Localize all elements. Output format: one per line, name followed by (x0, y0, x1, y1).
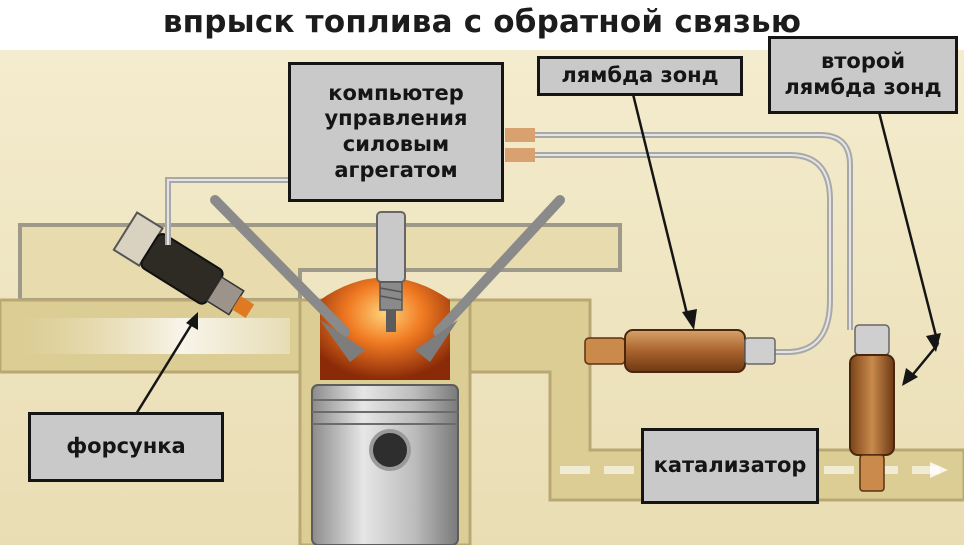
ecu-label: компьютер управления силовым агрегатом (288, 62, 504, 202)
injector-label: форсунка (28, 412, 224, 482)
second-lambda-sensor-label: второй лямбда зонд (768, 36, 958, 114)
diagram-title: впрыск топлива с обратной связью (162, 4, 802, 40)
ecu-label-line: силовым (342, 132, 450, 156)
lambda-sensor-2-body (849, 324, 895, 492)
fuel-injector (112, 211, 255, 319)
ecu-label-line: компьютер (328, 80, 464, 105)
second-lambda-label-line: второй (820, 49, 906, 74)
wire-connector (505, 128, 535, 142)
lambda1-wire-highlight (505, 154, 831, 353)
spark-plug (376, 211, 406, 332)
exhaust-flow-arrow (930, 462, 948, 478)
intake-air-flow (20, 318, 290, 354)
lambda2-wire-highlight (505, 134, 851, 330)
second-lambda-label-line: лямбда зонд (784, 75, 942, 99)
piston-pin (369, 429, 411, 471)
exhaust-valve (415, 195, 565, 362)
lambda-sensor-1-body (584, 329, 776, 373)
ecu-label-line: управления (324, 106, 468, 131)
intake-valve (210, 195, 365, 362)
arrow-lambda2 (876, 107, 941, 386)
lambda-sensor-label: лямбда зонд (537, 56, 743, 96)
ecu-label-line: агрегатом (334, 157, 458, 182)
wire-connector (505, 148, 535, 162)
arrow-lambda1 (630, 89, 697, 330)
injector-wire-highlight (167, 179, 295, 245)
catalyst-label: катализатор (641, 428, 819, 504)
